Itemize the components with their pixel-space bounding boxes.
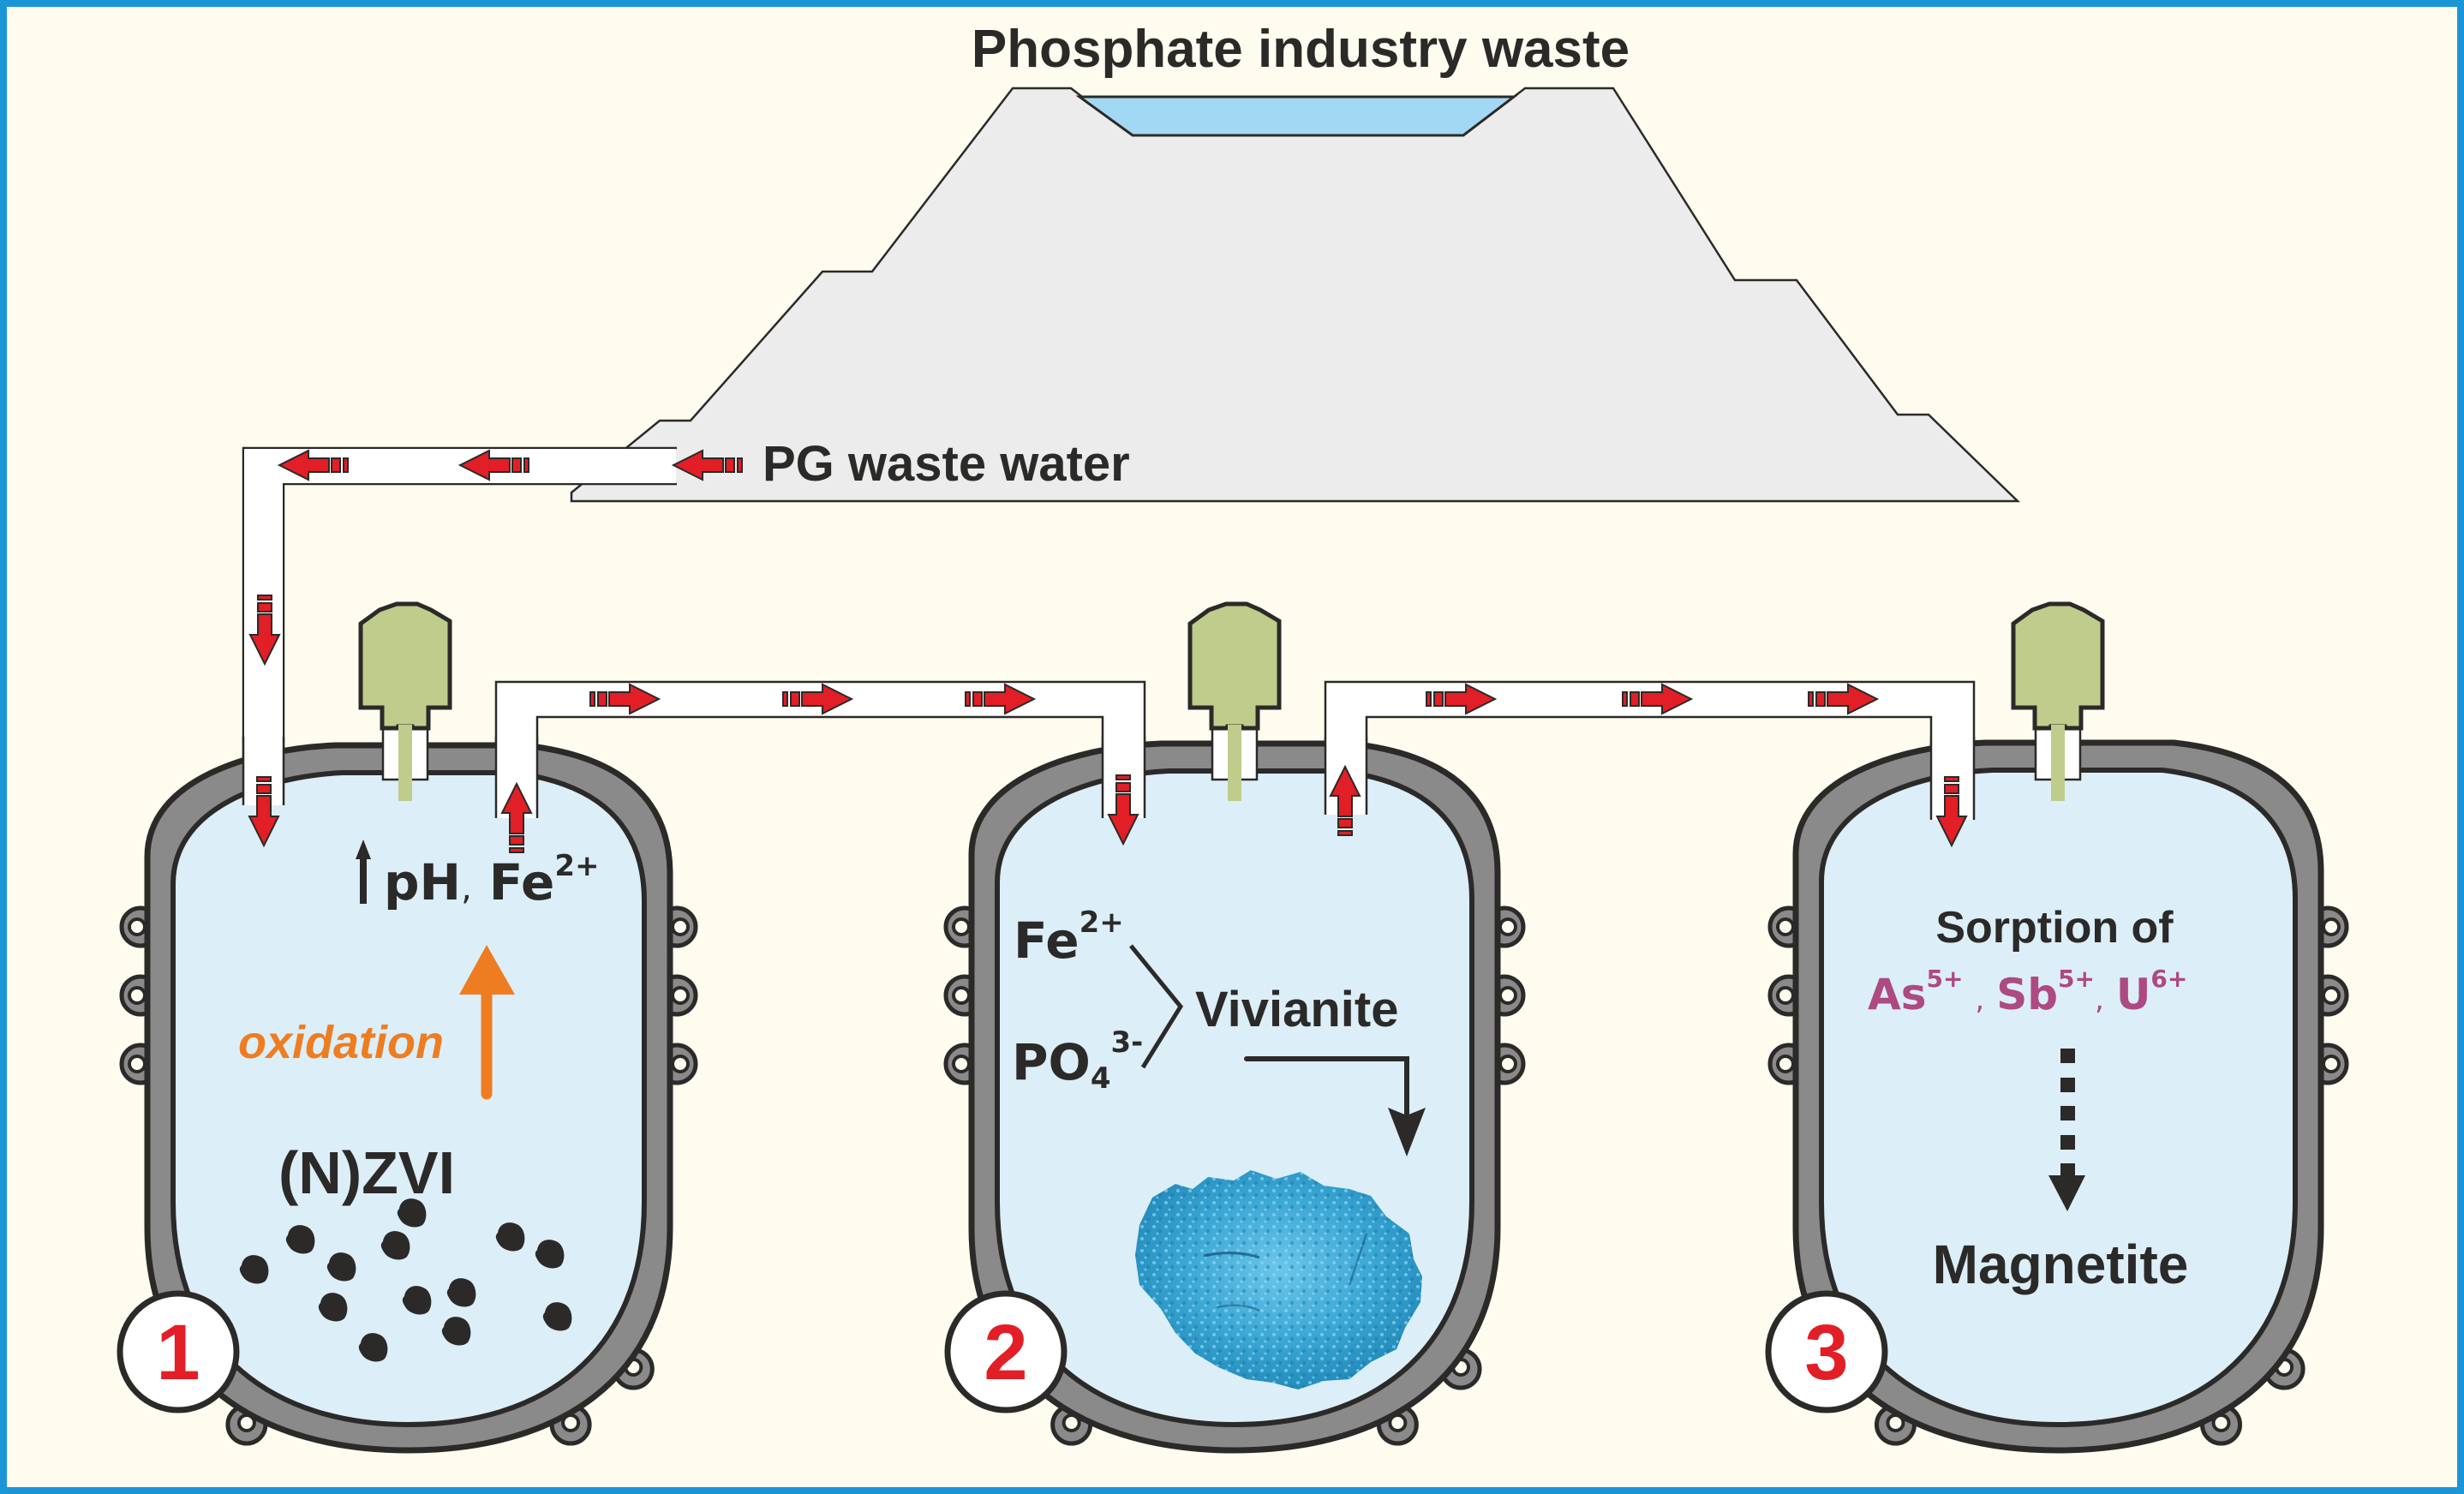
diagram-title: Phosphate industry waste	[972, 20, 1630, 79]
ion-separator: ,	[2095, 983, 2104, 1017]
vivianite-reactant-fe-charge: 2+	[1079, 905, 1124, 940]
vivianite-powder-icon	[1135, 1170, 1422, 1389]
waste-mound	[570, 87, 2021, 503]
flow-arrow-icon	[1329, 764, 1361, 836]
iron-particle-icon	[239, 1255, 269, 1284]
zvi-label: (N)ZVI	[278, 1139, 455, 1206]
svg-text:PO43-: PO43-	[1012, 1025, 1143, 1096]
reactor-badge-3: 3	[1765, 1290, 1888, 1413]
sorbed-ions: As5+,Sb5+,U6+	[1868, 965, 2187, 1019]
source-label: PG waste water	[763, 436, 1130, 492]
vivianite-label: Vivianite	[1195, 982, 1399, 1037]
svg-text:Fe2+: Fe2+	[1014, 905, 1124, 970]
iron-particle-icon	[542, 1302, 572, 1331]
reactor-1	[119, 742, 698, 1454]
iron-particle-icon	[326, 1252, 356, 1282]
reactor-liquid	[1819, 768, 2298, 1428]
reactor-2-content: Fe2+ PO43- Vivianite	[1012, 905, 1426, 1389]
flow-arrow-icon	[458, 449, 529, 481]
iron-particle-icon	[285, 1225, 315, 1254]
reactor-number: 3	[1804, 1309, 1848, 1396]
flow-arrow-icon	[1622, 683, 1694, 715]
pipe-feed	[242, 446, 677, 805]
reactor-1-content: pH, Fe2+ oxidation (N)ZVI	[238, 840, 600, 1362]
flow-arrow-icon	[500, 781, 533, 853]
iron-particle-icon	[358, 1333, 388, 1362]
flow-arrow-icon	[589, 683, 661, 715]
flow-arrow-icon	[1107, 774, 1139, 846]
iron-particle-icon	[318, 1293, 348, 1322]
flow-arrow-icon	[1808, 683, 1880, 715]
svg-text:pH,Fe2+: pH, Fe2+	[384, 849, 600, 911]
flow-arrow-icon	[277, 449, 349, 481]
oxidation-arrow-icon	[459, 945, 515, 1100]
reactor-number: 2	[984, 1309, 1027, 1396]
reactor-badge-1: 1	[117, 1290, 240, 1413]
iron-particle-icon	[441, 1317, 471, 1346]
vivianite-reactant-po: PO	[1012, 1033, 1091, 1091]
sorption-heading: Sorption of	[1935, 903, 2174, 953]
flow-arrow-icon	[965, 683, 1037, 715]
transformation-dotted-arrow-icon	[2048, 1049, 2085, 1211]
oxidation-label: oxidation	[238, 1017, 444, 1068]
vivianite-reactant-po-subscript: 4	[1091, 1061, 1111, 1096]
reactor-badge-2: 2	[944, 1290, 1068, 1413]
vivianite-reactant-po-charge: 3-	[1111, 1025, 1144, 1060]
ion-sb: Sb	[1996, 970, 2058, 1019]
magnetite-label: Magnetite	[1933, 1234, 2189, 1295]
stirrers	[358, 601, 2105, 801]
ph-separator: ,	[461, 869, 472, 908]
vivianite-reactant-fe: Fe	[1014, 911, 1079, 970]
iron-particle-icon	[397, 1198, 427, 1228]
stirrer-motor-icon	[358, 601, 452, 801]
reaction-bracket	[1129, 944, 1184, 1069]
ion-as-charge: 5+	[1926, 965, 1963, 993]
flow-arrows	[248, 449, 1968, 853]
flow-arrow-icon	[1935, 776, 1968, 848]
flow-arrow-icon	[248, 776, 280, 848]
iron-particle-icon	[380, 1231, 410, 1260]
pipe-stub-edges	[242, 737, 1976, 820]
iron-particle-icon	[402, 1286, 432, 1315]
precipitation-arrow-icon	[1244, 1056, 1426, 1156]
reactor-number: 1	[156, 1309, 200, 1396]
flow-arrow-icon	[671, 449, 743, 481]
stirrer-motor-icon	[2011, 601, 2105, 801]
reactor-3	[1767, 739, 2349, 1454]
waste-pond	[1075, 95, 1518, 137]
flow-arrow-icon	[1426, 683, 1498, 715]
iron-particles	[239, 1198, 572, 1362]
flow-arrow-icon	[248, 595, 281, 666]
ion-u: U	[2116, 970, 2151, 1019]
iron-particle-icon	[495, 1222, 525, 1252]
ion-separator: ,	[1975, 983, 1984, 1017]
fe-ion-charge: 2+	[554, 849, 599, 883]
ion-as: As	[1868, 970, 1926, 1019]
flow-arrow-icon	[782, 683, 854, 715]
stirrer-motor-icon	[1187, 601, 1282, 801]
ion-u-charge: 6+	[2150, 965, 2187, 993]
increase-arrow-icon	[356, 840, 371, 904]
fe-ion-label: Fe	[489, 853, 555, 911]
reactor-badges: 1 2 3	[117, 1290, 1888, 1413]
iron-particle-icon	[535, 1240, 565, 1269]
ion-sb-charge: 5+	[2058, 965, 2095, 993]
ph-label: pH	[384, 853, 461, 911]
iron-particle-icon	[446, 1278, 476, 1307]
reactor-3-content: Sorption of As5+,Sb5+,U6+ Magnetite	[1868, 903, 2188, 1295]
